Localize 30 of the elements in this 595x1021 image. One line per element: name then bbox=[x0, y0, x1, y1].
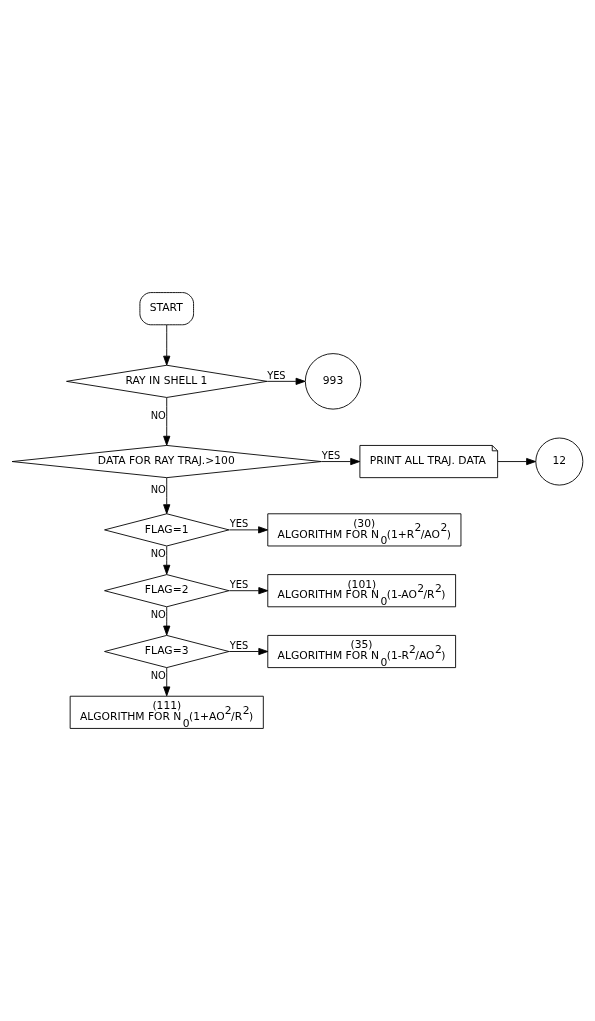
arrow bbox=[163, 477, 171, 515]
node-diamond: FLAG=1 bbox=[104, 513, 230, 547]
node-diamond: DATA FOR RAY TRAJ.>100 bbox=[11, 445, 322, 479]
node-diamond: FLAG=3 bbox=[104, 634, 230, 669]
edge-label: YES bbox=[267, 369, 286, 381]
arrow bbox=[497, 457, 536, 466]
node-circle: 12 bbox=[535, 437, 584, 486]
edge-label: NO bbox=[150, 483, 166, 495]
node-box: START bbox=[139, 292, 194, 326]
edge-label: NO bbox=[150, 548, 166, 560]
arrow bbox=[321, 457, 361, 466]
arrow bbox=[163, 324, 171, 366]
edge-label: YES bbox=[229, 578, 249, 590]
node-circle: 993 bbox=[304, 353, 362, 410]
arrow bbox=[163, 397, 171, 446]
arrow bbox=[228, 587, 269, 595]
arrow bbox=[163, 545, 171, 575]
edge-label: YES bbox=[321, 449, 341, 461]
edge-label: YES bbox=[229, 518, 249, 530]
arrow bbox=[163, 606, 171, 636]
edge-label: NO bbox=[150, 669, 166, 681]
edge-label: NO bbox=[150, 608, 166, 620]
arrow bbox=[266, 377, 306, 385]
edge-label: NO bbox=[150, 409, 166, 421]
arrow bbox=[228, 526, 268, 534]
arrow bbox=[228, 647, 269, 656]
node-diamond: FLAG=2 bbox=[104, 574, 230, 608]
arrow bbox=[163, 667, 171, 697]
edge-label: YES bbox=[229, 639, 249, 651]
node-diamond: RAY IN SHELL 1 bbox=[66, 364, 268, 398]
